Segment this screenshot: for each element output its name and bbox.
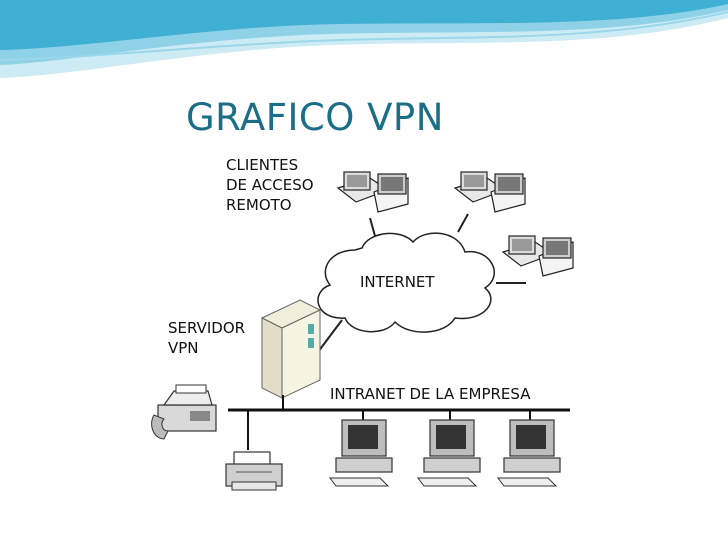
desktop-computer-icon [417, 419, 481, 487]
vpn-server-icon [260, 299, 322, 399]
server-label-line: SERVIDOR [168, 319, 246, 337]
laptop-icon [336, 171, 409, 213]
laptop-icon [501, 235, 574, 277]
server-label-line: VPN [168, 339, 199, 357]
slide-title: GRAFICO VPN [186, 96, 444, 139]
fax-icon [151, 384, 217, 440]
clients-label-line: DE ACCESO [226, 176, 314, 194]
vpn-server-label: SERVIDOR VPN [168, 318, 268, 358]
clients-label-line: REMOTO [226, 196, 292, 214]
vpn-diagram [130, 150, 600, 502]
intranet-label: INTRANET DE LA EMPRESA [330, 385, 531, 403]
laptop-icon [453, 171, 526, 213]
client-links [317, 213, 526, 353]
internet-label: INTERNET [360, 273, 435, 291]
header-wave [0, 0, 728, 78]
internet-cloud-icon [317, 232, 496, 333]
clients-label: CLIENTES DE ACCESO REMOTO [226, 155, 346, 215]
desktop-computer-icon [497, 419, 561, 487]
printer-icon [225, 451, 283, 491]
desktop-computer-icon [329, 419, 393, 487]
lan-backbone [228, 395, 570, 450]
clients-label-line: CLIENTES [226, 156, 299, 174]
